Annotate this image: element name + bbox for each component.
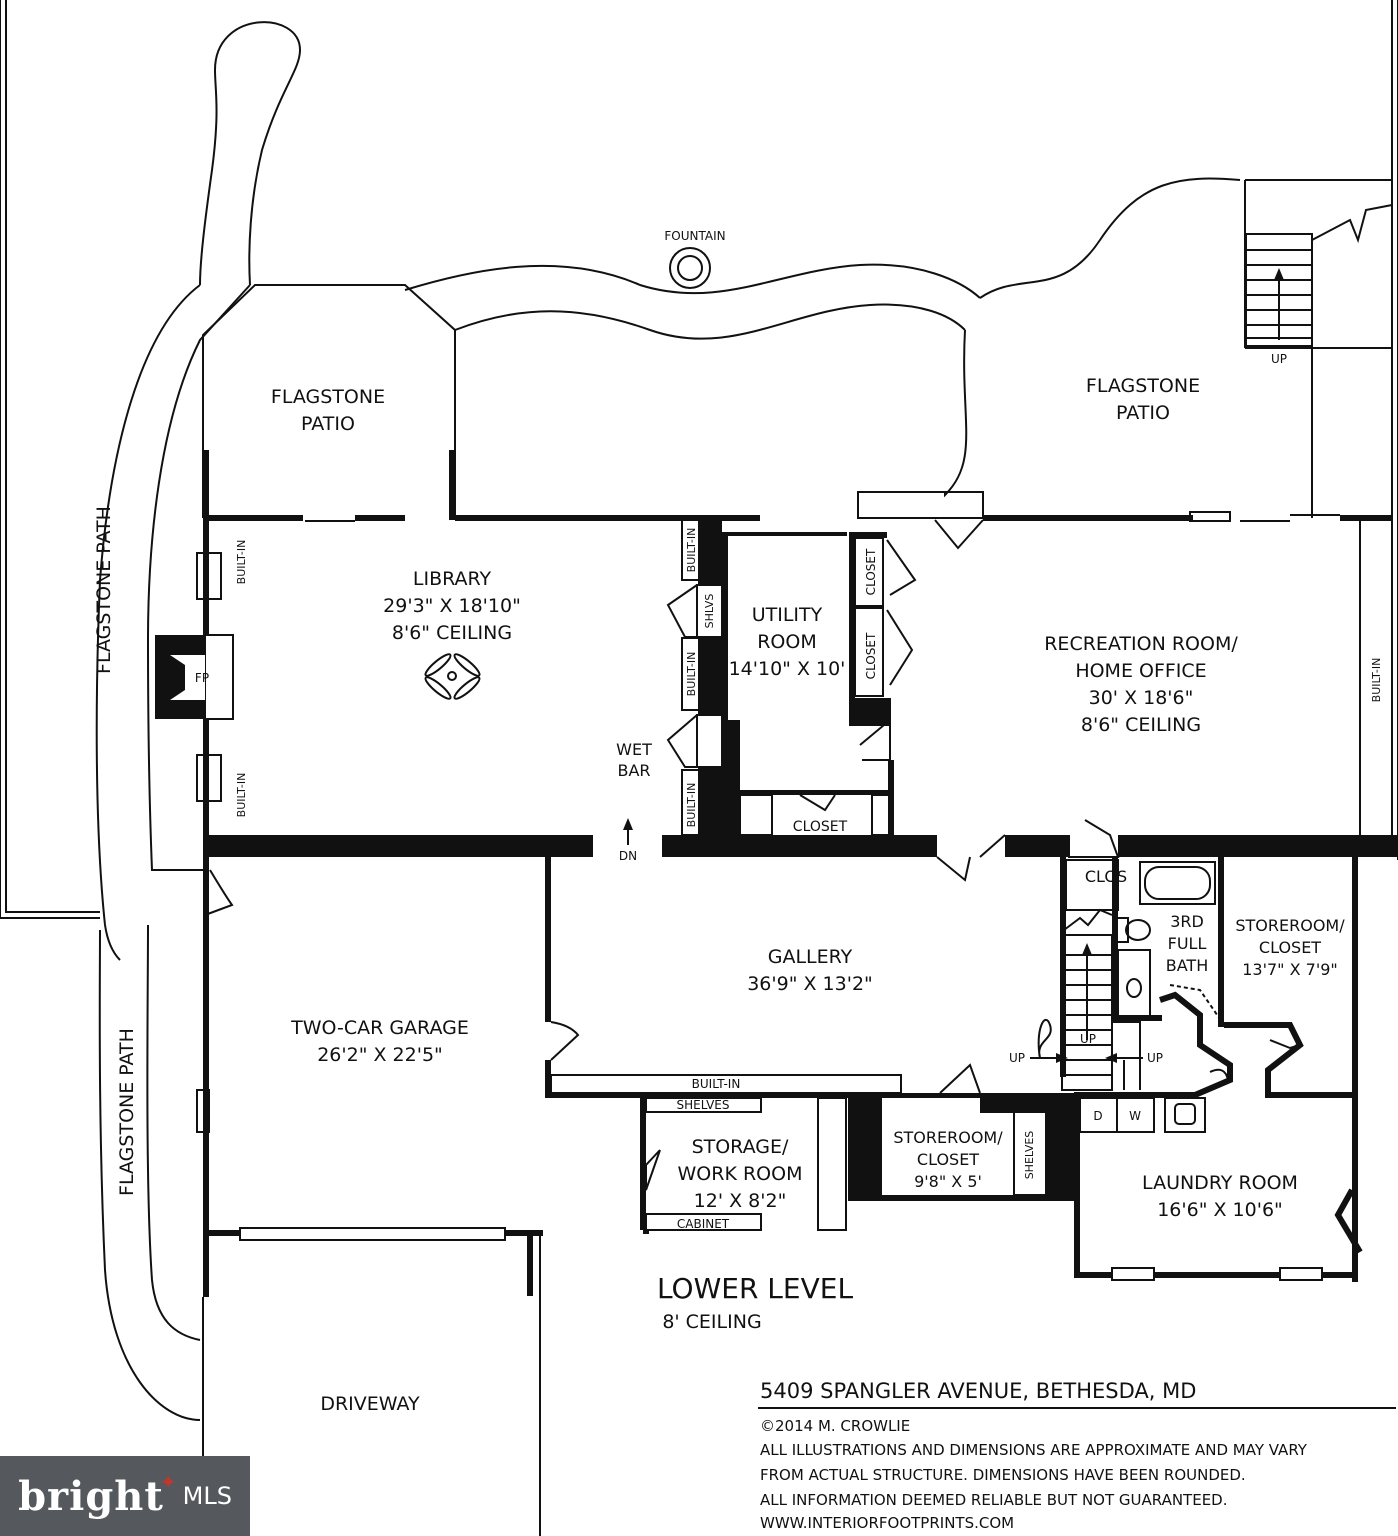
bath-name-3: BATH (1166, 956, 1208, 975)
address-text: 5409 SPANGLER AVENUE, BETHESDA, MD (760, 1379, 1196, 1403)
copyright-text: ©2014 M. CROWLIE (760, 1417, 910, 1435)
library-built-in-lower: BUILT-IN (235, 773, 248, 818)
gallery-size: 36'9" X 13'2" (747, 973, 873, 995)
storage-shelves: SHELVES (677, 1098, 730, 1112)
closet-upper: CLOSET (864, 548, 878, 595)
logo-star-icon: ✦ (159, 1470, 177, 1494)
logo-suffix: MLS (182, 1482, 232, 1510)
laundry-size: 16'6" X 10'6" (1157, 1199, 1283, 1221)
utility-name-1: UTILITY (752, 604, 823, 626)
bath-name-2: FULL (1168, 934, 1207, 953)
walls (155, 450, 1398, 1536)
level-title: LOWER LEVEL (657, 1272, 854, 1305)
recreation-name-1: RECREATION ROOM/ (1044, 633, 1238, 655)
storage-size: 12' X 8'2" (694, 1190, 787, 1212)
dryer-label: D (1093, 1109, 1102, 1123)
bath-name-1: 3RD (1170, 912, 1204, 931)
flagstone-path-label-lower: FLAGSTONE PATH (116, 1028, 138, 1196)
wet-label: WET (616, 740, 652, 759)
storeroom-small-size: 9'8" X 5' (914, 1172, 982, 1191)
level-subtitle: 8' CEILING (662, 1311, 761, 1333)
fountain-label: FOUNTAIN (664, 229, 725, 243)
fireplace-label: FP (195, 671, 209, 685)
recreation-built-in: BUILT-IN (1370, 658, 1383, 703)
storeroom-small-name-2: CLOSET (917, 1150, 979, 1169)
library-ceiling: 8'6" CEILING (392, 622, 512, 644)
laundry-name: LAUNDRY ROOM (1142, 1172, 1298, 1194)
driveway-label: DRIVEWAY (320, 1393, 420, 1415)
utility-size: 14'10" X 10' (729, 658, 846, 680)
recreation-name-2: HOME OFFICE (1075, 660, 1206, 682)
utility-built-in-3: BUILT-IN (685, 783, 698, 828)
utility-built-in-1: BUILT-IN (685, 528, 698, 573)
right-patio-outline (857, 177, 1392, 519)
recreation-ceiling: 8'6" CEILING (1081, 714, 1201, 736)
left-patio-outline (202, 284, 456, 518)
patio-right-name-1: FLAGSTONE (1086, 375, 1200, 397)
recreation-size: 30' X 18'6" (1089, 687, 1194, 709)
up-label-stairs: UP (1080, 1032, 1096, 1046)
door-swings (204, 511, 1340, 1191)
closet-utility: CLOSET (793, 819, 848, 835)
garden-walk (404, 247, 981, 340)
labels: FOUNTAIN FLAGSTONE PATIO FLAGSTONE PATIO… (93, 229, 1396, 1532)
ceiling-fan-icon (424, 653, 481, 700)
gallery-built-in: BUILT-IN (692, 1077, 741, 1091)
logo-text: bright (18, 1472, 164, 1520)
property-boundary (0, 0, 1398, 919)
utility-built-in-2: BUILT-IN (685, 652, 698, 697)
disclaimer-line-3: ALL INFORMATION DEEMED RELIABLE BUT NOT … (760, 1491, 1228, 1509)
disclaimer-line-1: ALL ILLUSTRATIONS AND DIMENSIONS ARE APP… (760, 1441, 1308, 1459)
garage-name: TWO-CAR GARAGE (290, 1017, 469, 1039)
exterior-stairs (1244, 180, 1393, 349)
down-label: DN (619, 849, 637, 863)
library-built-in-upper: BUILT-IN (235, 540, 248, 585)
storeroom-large-name-1: STOREROOM/ (1235, 916, 1345, 935)
shelves-label: SHLVS (703, 594, 716, 629)
garage-size: 26'2" X 22'5" (317, 1044, 443, 1066)
utility-name-2: ROOM (757, 631, 817, 653)
patio-right-name-2: PATIO (1116, 402, 1170, 424)
patio-left-name-1: FLAGSTONE (271, 386, 385, 408)
website-text: WWW.INTERIORFOOTPRINTS.COM (760, 1514, 1014, 1532)
storage-name-1: STORAGE/ (692, 1136, 789, 1158)
washer-label: W (1129, 1109, 1141, 1123)
storage-cabinet: CABINET (677, 1217, 730, 1231)
closet-middle: CLOSET (864, 632, 878, 679)
storeroom-large-size: 13'7" X 7'9" (1242, 960, 1338, 979)
storeroom-shelves: SHELVES (1023, 1131, 1036, 1180)
up-label-exterior: UP (1271, 352, 1287, 366)
storeroom-small-name-1: STOREROOM/ (893, 1128, 1003, 1147)
patio-left-name-2: PATIO (301, 413, 355, 435)
library-name: LIBRARY (413, 568, 492, 590)
flagstone-path-outline (95, 21, 302, 1421)
bright-mls-logo: bright ✦ MLS (0, 1456, 250, 1536)
flagstone-path-label-upper: FLAGSTONE PATH (93, 506, 115, 674)
disclaimer-line-2: FROM ACTUAL STRUCTURE. DIMENSIONS HAVE B… (760, 1466, 1246, 1484)
storage-name-2: WORK ROOM (678, 1163, 803, 1185)
storeroom-large-name-2: CLOSET (1259, 938, 1321, 957)
clos-label: CLOS (1085, 867, 1127, 886)
gallery-name: GALLERY (768, 946, 853, 968)
up-label-right: UP (1147, 1051, 1163, 1065)
bar-label: BAR (617, 761, 650, 780)
library-size: 29'3" X 18'10" (383, 595, 521, 617)
up-label-left: UP (1009, 1051, 1025, 1065)
